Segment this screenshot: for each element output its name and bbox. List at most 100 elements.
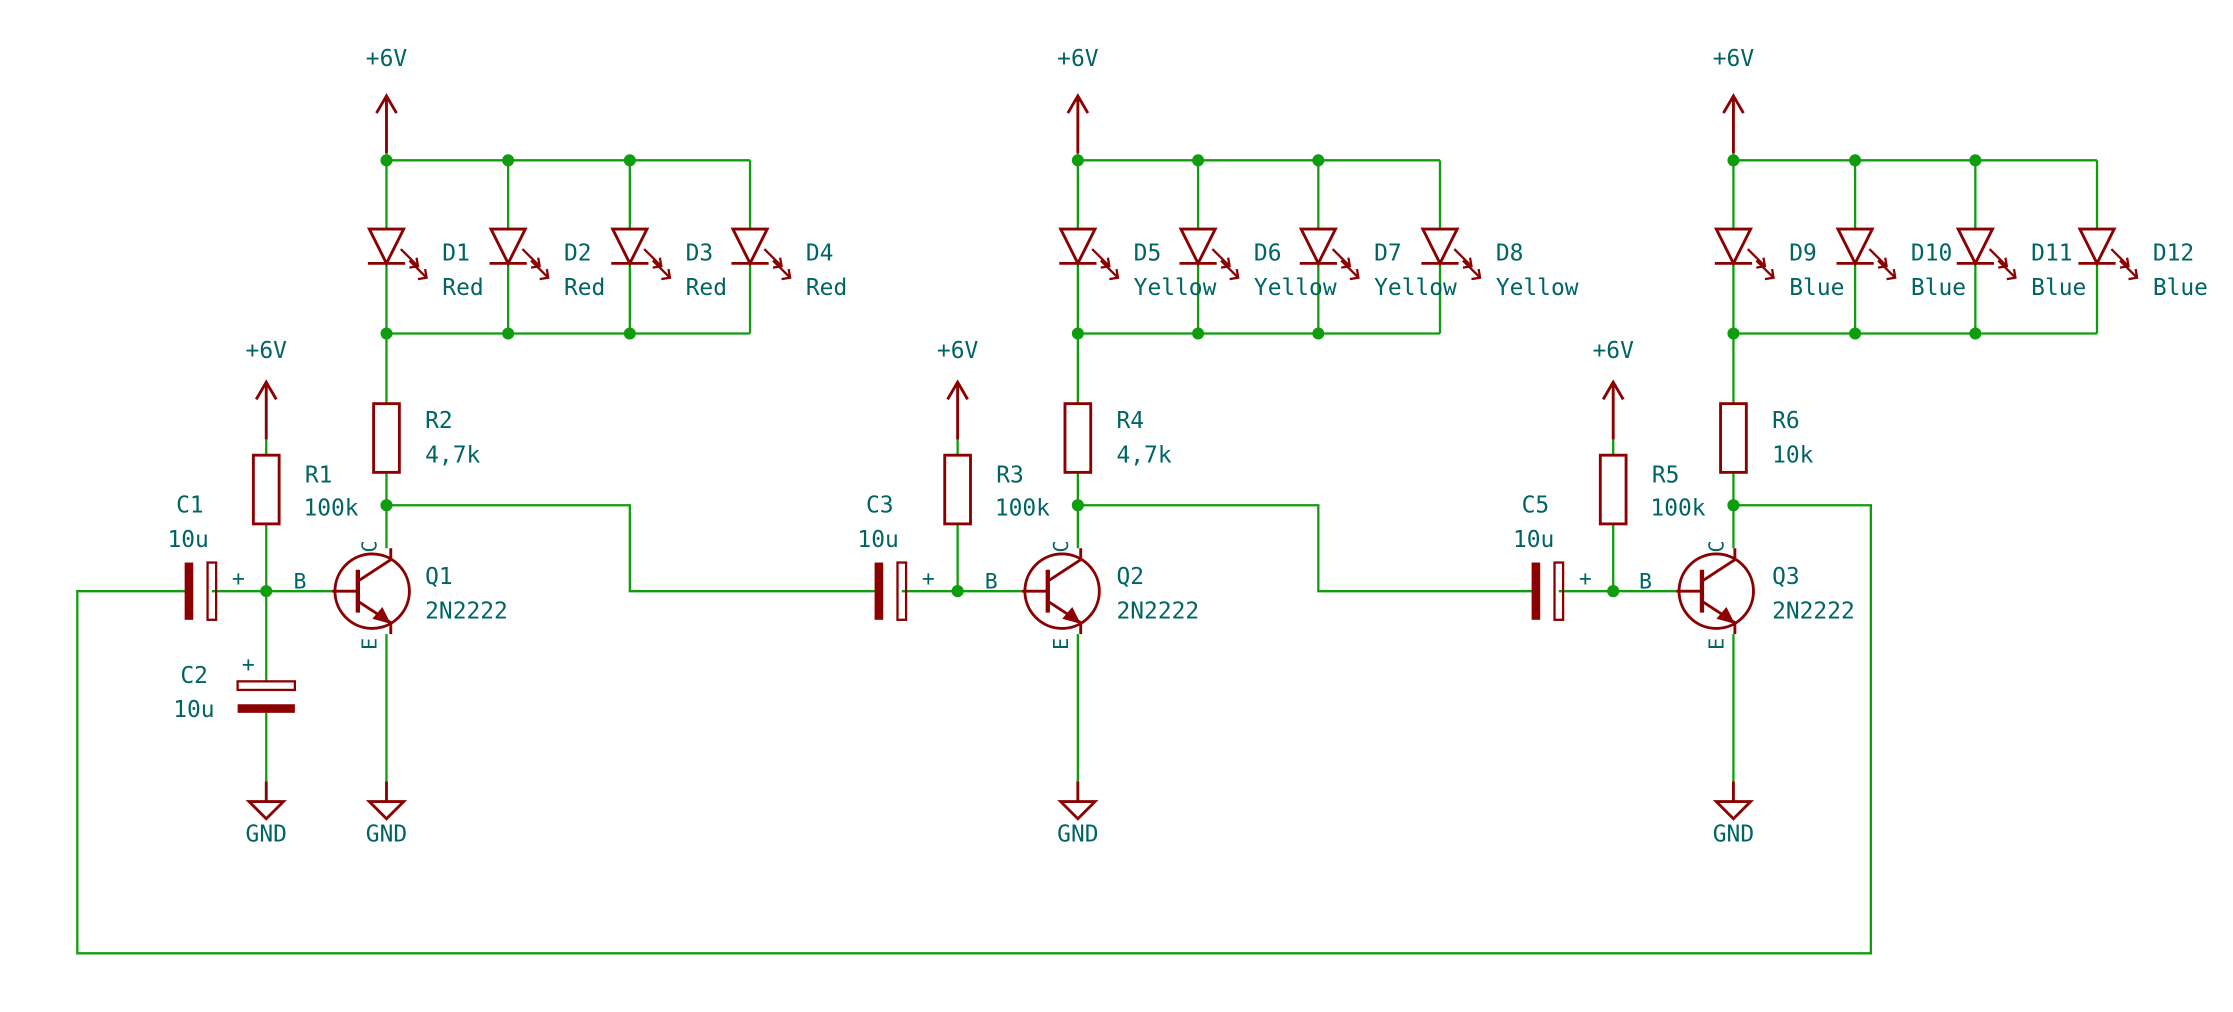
vcc-symbol [1722,93,1745,154]
capacitor-value-label: 10u [167,527,208,553]
wire-q2-collector-to-c5 [1077,504,1536,593]
transistor-ref-label: Q2 [1116,564,1144,590]
resistor-ref-label: R4 [1116,408,1144,434]
junction-dot [1727,499,1740,512]
led-ref-label: D1 [442,241,470,267]
vcc-symbol [1601,379,1625,440]
capacitor-ref-label: C3 [866,492,894,518]
junction-dot [1192,327,1205,340]
labels: D1RedD2RedD3RedD4RedR24,7kR1100kBCEQ12N2… [167,46,2208,848]
capacitor-polarity-mark: + [232,566,245,591]
capacitor-polarity-mark: + [1579,566,1592,591]
led-ref-label: D3 [686,241,714,267]
resistor-r4 [1063,402,1093,474]
led-d2 [488,227,550,281]
transistor-emitter-pin-label: E [1704,638,1728,650]
wire-feedback-loop [76,504,1872,955]
junction-dot [502,327,515,340]
resistor-r3 [943,453,972,526]
resistor-ref-label: R1 [305,462,333,488]
gnd-symbol [1712,781,1755,821]
led-ref-label: D11 [2031,241,2072,267]
gnd-label: GND [1713,822,1754,848]
junction-dot [1727,154,1740,167]
gnd-symbol [365,781,408,821]
gnd-symbol [245,781,287,821]
junction-dot [380,327,393,340]
resistor-r1 [251,453,281,526]
resistor-ref-label: R6 [1772,408,1800,434]
led-ref-label: D12 [2153,241,2194,267]
led-value-label: Red [564,275,605,301]
led-ref-label: D2 [564,241,592,267]
vcc-label: +6V [1057,46,1099,72]
transistor-value-label: 2N2222 [1116,598,1199,624]
led-ref-label: D6 [1254,241,1282,267]
transistor-collector-pin-label: C [1049,540,1073,552]
led-ref-label: D10 [1911,241,1952,267]
gnd-symbol [1057,781,1099,821]
resistor-value-label: 100k [303,495,358,521]
junction-dot [1071,327,1084,340]
transistor-q2 [1022,548,1101,635]
junction-dot [260,585,273,598]
transistor-q3 [1676,548,1755,635]
capacitor-value-label: 10u [173,697,214,723]
led-d10 [1835,227,1897,281]
junction-dot [1071,499,1084,512]
capacitor-c3 [874,561,908,621]
transistor-value-label: 2N2222 [425,598,508,624]
resistor-ref-label: R5 [1652,462,1680,488]
junction-dot [1849,327,1862,340]
gnd-label: GND [366,822,407,848]
led-d3 [610,227,672,281]
led-d12 [2077,227,2139,281]
led-value-label: Yellow [1254,275,1337,301]
vcc-label: +6V [1713,46,1755,72]
capacitor-ref-label: C2 [180,663,208,689]
led-d7 [1298,227,1360,281]
vcc-symbol [375,93,398,154]
led-d8 [1420,227,1482,281]
resistor-r2 [372,402,401,474]
capacitor-ref-label: C1 [176,492,204,518]
transistor-base-pin-label: B [293,569,306,594]
led-value-label: Blue [2031,275,2086,301]
resistor-value-label: 100k [1650,495,1705,521]
led-value-label: Yellow [1374,275,1457,301]
led-ref-label: D5 [1134,241,1162,267]
junction-dot [1192,154,1205,167]
capacitor-c5 [1531,561,1565,621]
led-value-label: Yellow [1134,275,1217,301]
junction-dot [380,154,393,167]
led-value-label: Yellow [1496,275,1579,301]
wire-q1-collector-to-c3 [386,504,879,593]
resistor-value-label: 100k [995,495,1050,521]
junction-dot [1312,327,1325,340]
led-value-label: Blue [1789,275,1844,301]
capacitor-polarity-mark: + [922,566,935,591]
capacitor-polarity-mark: + [242,652,255,677]
junction-dot [951,585,964,598]
resistor-value-label: 4,7k [1116,442,1171,468]
vcc-symbol [254,379,278,440]
gnd-label: GND [1057,822,1098,848]
led-d9 [1713,227,1775,281]
led-value-label: Blue [1911,275,1966,301]
led-value-label: Red [442,275,483,301]
junction-dot [502,154,515,167]
vcc-symbol [946,379,969,440]
transistor-value-label: 2N2222 [1772,598,1855,624]
led-ref-label: D8 [1496,241,1524,267]
led-ref-label: D7 [1374,241,1402,267]
transistor-ref-label: Q1 [425,564,453,590]
led-value-label: Red [686,275,727,301]
resistor-r6 [1719,402,1748,474]
led-d5 [1058,227,1120,281]
transistor-q1 [332,548,411,635]
led-value-label: Red [806,275,847,301]
led-value-label: Blue [2153,275,2208,301]
junction-dot [623,327,636,340]
transistor-base-pin-label: B [1639,569,1652,594]
